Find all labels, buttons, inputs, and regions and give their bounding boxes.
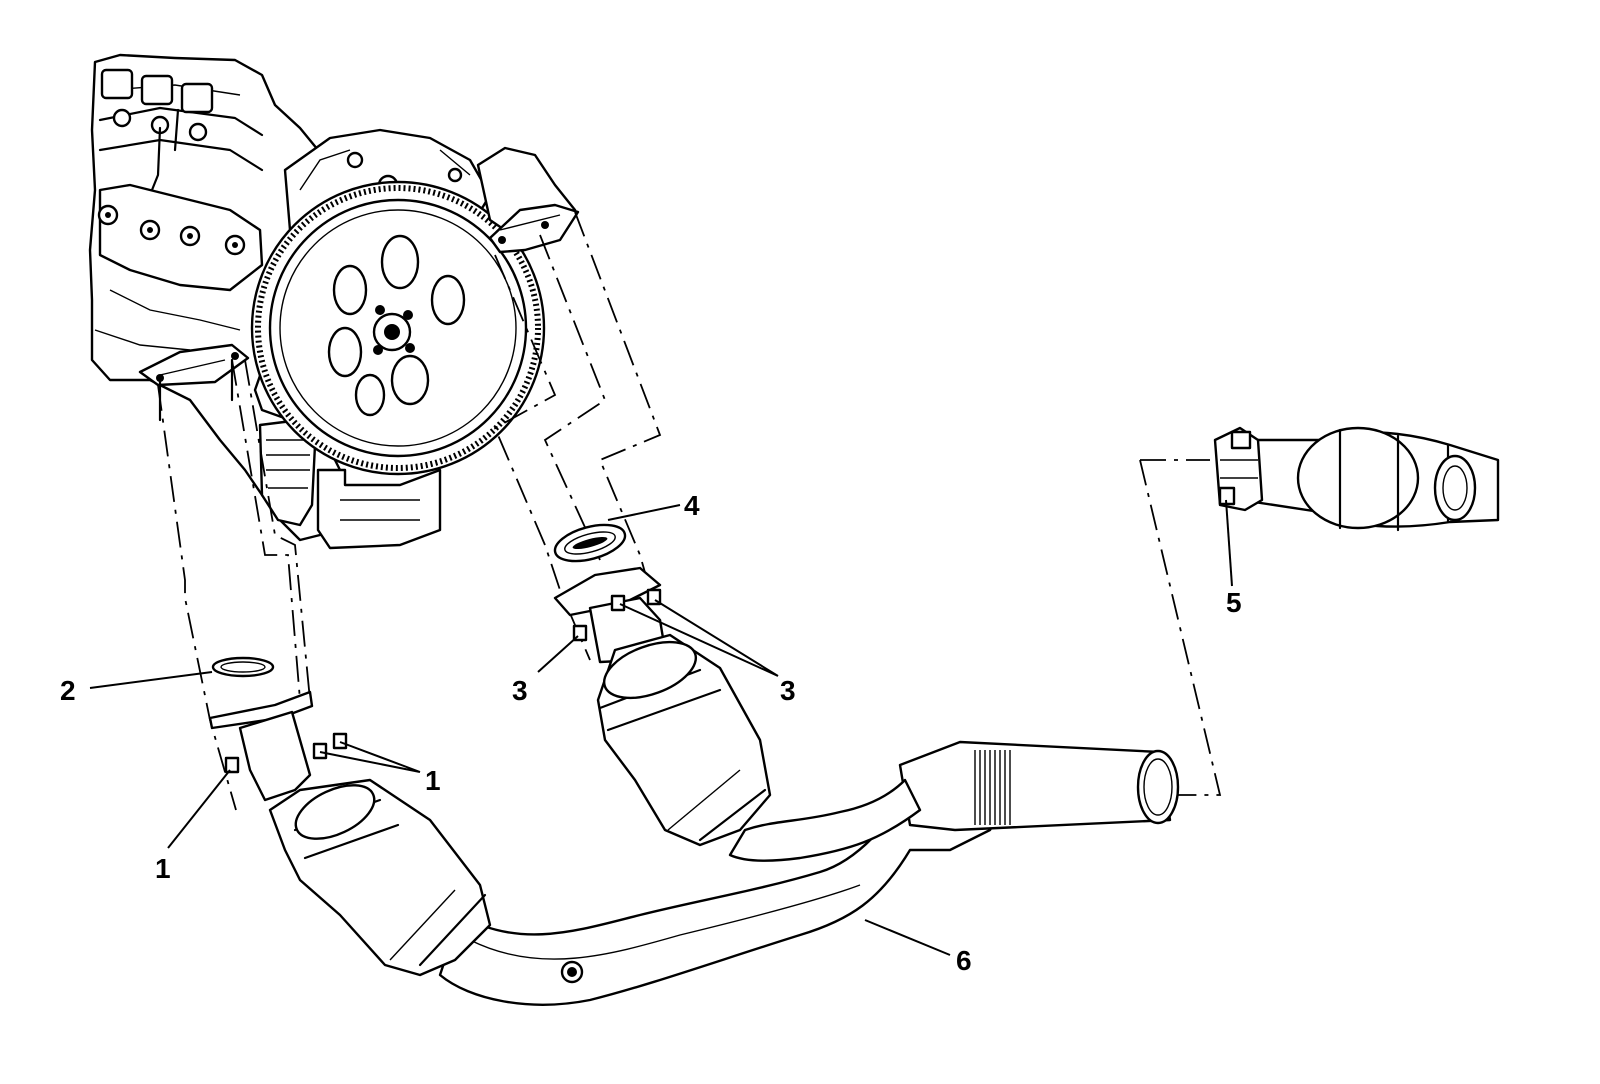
left-catalytic-converter bbox=[208, 690, 492, 977]
callout-1-right: 1 bbox=[425, 765, 441, 796]
callout-3-left: 3 bbox=[512, 675, 528, 706]
assembly-guide-lines bbox=[157, 211, 1222, 811]
left-gasket bbox=[211, 656, 275, 678]
intermediate-pipe bbox=[1223, 426, 1500, 532]
leader-lines bbox=[89, 499, 1233, 956]
right-gasket bbox=[553, 523, 627, 563]
callout-5: 5 bbox=[1226, 587, 1242, 618]
right-exhaust-manifold-pipe-flange bbox=[476, 146, 580, 254]
flywheel bbox=[250, 180, 546, 476]
callout-4: 4 bbox=[684, 490, 700, 521]
engine-assembly bbox=[88, 53, 492, 550]
callout-6: 6 bbox=[956, 945, 972, 976]
right-catalytic-converter bbox=[553, 566, 772, 847]
callout-2: 2 bbox=[60, 675, 76, 706]
exhaust-clamp bbox=[1213, 426, 1264, 512]
callouts: 1 1 2 3 3 4 5 6 bbox=[60, 490, 1242, 976]
callout-3-right: 3 bbox=[780, 675, 796, 706]
callout-1-bottom: 1 bbox=[155, 853, 171, 884]
y-pipe-assembly bbox=[438, 740, 1180, 1006]
